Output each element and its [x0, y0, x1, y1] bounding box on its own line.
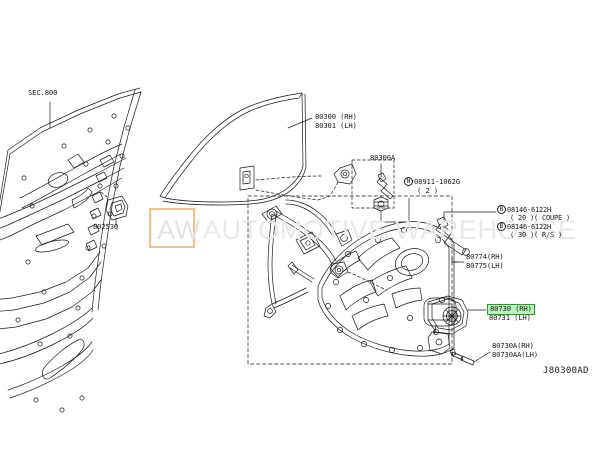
leader-bolt-1: [443, 211, 497, 223]
label-glass-rh: 80300 (RH): [315, 112, 357, 121]
label-80253q: 80253Q: [93, 222, 119, 231]
door-panel-cutouts: [35, 172, 93, 380]
label-bolt-part-2: 08146-6122H: [507, 223, 551, 231]
door-module-cutouts: [329, 237, 430, 331]
label-motor-rh-highlighted: 80730 (RH): [487, 304, 535, 315]
watermark-text: AUTOMOTIVE WAREHOUSE: [203, 215, 577, 245]
glass-mount-bracket: [239, 165, 255, 191]
dashed-clip-leader: [317, 181, 339, 201]
watermark-badge-text: AW: [157, 215, 201, 245]
label-80300a: 80300A: [370, 153, 396, 162]
label-regulator-lh: 80775(LH): [466, 261, 504, 270]
nut-symbol-icon: N: [404, 177, 413, 186]
glass-clip: [333, 163, 357, 185]
diagram-code: J80300AD: [543, 366, 589, 376]
door-panel-holes: [15, 113, 131, 413]
label-motor-lh: 80731 (LH): [489, 313, 531, 322]
bolt-symbol-icon-1: B: [497, 205, 506, 214]
bolt-symbol-icon-2: B: [497, 222, 506, 231]
door-panel-inner-contours: [0, 143, 123, 399]
door-panel-outline: [0, 87, 142, 330]
leader-nut: [380, 197, 410, 223]
label-bolt-part-1: 08146-6122H: [507, 206, 551, 214]
motor-screw: [449, 348, 475, 366]
door-module-panel: [317, 221, 455, 357]
clamp-group-box: [351, 159, 395, 209]
leader-motor-screw: [473, 351, 491, 363]
door-latch-component: [105, 195, 129, 221]
window-motor-assembly: [423, 295, 469, 355]
label-motor-screw-lh: 80730AA(LH): [492, 350, 538, 359]
label-sec-800: SEC.800: [28, 88, 58, 97]
glass-clamp-screw: [376, 172, 394, 200]
label-bolt-qty-2: ( 30 )( R/S ): [510, 231, 562, 239]
nut-fastener: [373, 196, 389, 212]
door-glass: [159, 92, 307, 206]
dashed-glass-to-regulator-2: [255, 189, 319, 201]
label-nut-qty: ( 2 ): [417, 186, 438, 195]
door-module-holes: [325, 227, 445, 353]
regulator-group-box: [247, 195, 453, 365]
module-bolt: [435, 216, 470, 256]
label-regulator-rh: 80774(RH): [466, 252, 504, 261]
watermark-badge-box: [149, 208, 195, 248]
door-panel-bracket-cluster: [67, 153, 115, 252]
label-bolt-qty-1: ( 20 )( COUPE ): [510, 214, 570, 222]
leader-regulator-label: [451, 257, 459, 263]
dashed-leader-latch: [100, 191, 108, 198]
label-glass-lh: 80301 (LH): [315, 121, 357, 130]
label-motor-screw-rh: 80730A(RH): [492, 341, 534, 350]
leader-glass: [287, 117, 313, 129]
label-nut-part: 08911-1062G: [414, 177, 460, 186]
window-regulator: [261, 199, 353, 319]
dashed-glass-to-regulator: [255, 175, 323, 181]
